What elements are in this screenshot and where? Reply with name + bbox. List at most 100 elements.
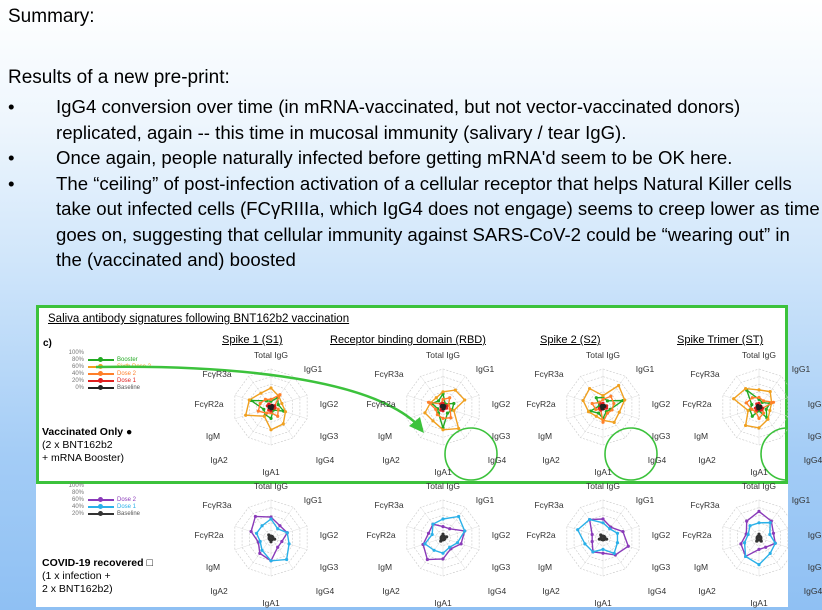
radar-series-point [441,551,445,555]
radar-series-point [258,539,262,544]
radar-series-point [605,411,610,415]
radar-series-point [612,420,616,424]
radar-series-point [441,557,445,561]
radar-spoke [602,507,626,539]
radar-series-point [441,416,445,420]
figure-title: Saliva antibody signatures following BNT… [48,313,350,325]
radar-series-point [249,529,253,534]
radar-series-point [605,537,609,541]
radar-series-point [761,399,766,403]
radar-series-point [756,534,760,539]
radar-series-point [430,532,434,537]
radar-spoke [270,526,308,539]
radar-axis-label: Total IgG [585,350,621,360]
radar-series-point [244,413,248,417]
radar-axis-label: IgG1 [791,495,811,505]
radar-axis-label: IgG1 [635,364,655,374]
radar-series-point [423,542,427,546]
radar-axis-label: FcγR2a [526,530,556,540]
radar-series-point [587,517,592,522]
radar-axis-label: FcγR3a [202,500,232,510]
radar-axis-label: FcγR2a [194,530,224,540]
column-title-s2: Spike 2 (S2) [540,334,601,346]
radar-spoke [270,376,294,408]
radar-axis-label: IgG4 [315,586,335,596]
radar-series-point [617,410,621,414]
radar-axis-label: IgG4 [803,455,822,465]
radar-axis-label: Total IgG [585,481,621,491]
radar-series-point [601,551,605,555]
radar-series-point [445,411,450,415]
radar-series-point [262,414,266,418]
radar-axis-label: IgA2 [542,455,560,465]
radar-axis-label: IgG2 [319,530,339,540]
radar-series-point [601,521,605,525]
radar-axis-label: FcγR3a [690,500,720,510]
bullet-text: Once again, people naturally infected be… [56,147,733,168]
radar-series-point [285,557,289,562]
radar-series-point [617,383,621,388]
radar-series-point [259,391,263,395]
radar-series-point [459,542,463,546]
radar-spoke [406,526,444,539]
radar-axis-label: IgG1 [791,364,811,374]
radar-series-point [441,397,445,401]
radar-series-point [586,410,591,414]
radar-series-point [594,407,598,411]
radar-series-point [746,408,750,413]
radar-series-point [431,522,435,526]
radar-spoke [270,537,294,569]
radar-spoke [420,537,444,569]
radar-series-point [732,397,736,401]
radar-axis-label: Total IgG [425,350,461,360]
radar-axis-label: IgG4 [803,586,822,596]
radar-axis-label: Total IgG [425,481,461,491]
radar-series-point [756,403,760,408]
radar-series-point [601,394,605,398]
radar-series-point [621,529,625,534]
radar-series-point [269,517,273,521]
radar-series-point [757,547,761,551]
radar-spoke [442,507,466,539]
recovered-legend: 100% 80% 60%Dose 2 40%Dose 1 20%Baseline [68,482,141,517]
radar-series-point [463,529,467,533]
radar-series-line [743,521,777,566]
radar-grid-ring [751,530,767,546]
radar-axis-label: FcγR3a [690,369,720,379]
radar-axis-label: FcγR2a [366,530,396,540]
radar-series-point [276,414,280,418]
radar-series-point [771,400,776,404]
radar-series-point [267,535,271,540]
radar-axis-label: IgA2 [698,586,716,596]
radar-series-point [258,401,262,406]
radar-series-point [626,544,630,548]
radar-series-point [768,390,772,394]
radar-axis-label: IgG3 [651,431,671,441]
radar-series-point [757,521,761,525]
radar-axis-label: FcγR3a [534,369,564,379]
radar-series-point [278,524,282,528]
radar-series-point [448,527,452,531]
radar-series-point [743,423,748,428]
radar-series-point [773,541,777,545]
radar-series-point [757,395,761,400]
radar-series-point [600,403,604,408]
radar-series-point [576,528,580,532]
column-title-rbd: Receptor binding domain (RBD) [330,334,486,346]
radar-axis-label: FcγR2a [682,530,712,540]
radar-spoke [566,526,604,539]
igg4-highlight-circle [444,427,498,481]
panel-label: c) [43,338,52,349]
radar-series-point [757,388,761,392]
radar-axis-label: IgM [377,431,393,441]
column-title-st: Spike Trimer (ST) [677,334,764,346]
radar-series-point [258,551,262,555]
radar-spoke [736,507,760,539]
radar-series-point [610,408,614,412]
radar-series-point [750,396,754,400]
radar-axis-label: IgA1 [434,598,452,608]
radar-series-point [764,407,768,411]
saliva-antibody-figure: Saliva antibody signatures following BNT… [36,305,822,608]
radar-series-point [263,397,268,401]
radar-axis-label: IgA2 [382,455,400,465]
